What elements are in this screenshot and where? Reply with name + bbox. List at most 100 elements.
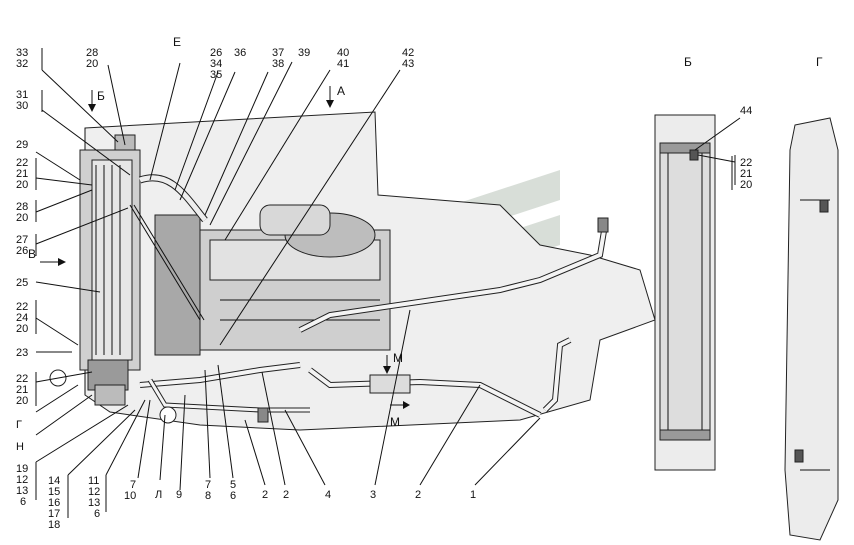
callout-text: 27: [16, 234, 28, 246]
callout-text: 2: [415, 489, 421, 501]
callout-text: 26: [210, 47, 222, 59]
callout-text: 42: [402, 47, 414, 59]
callout-text: 6: [230, 490, 236, 502]
callout-text: Л: [155, 489, 162, 501]
callout-text: 25: [16, 277, 28, 289]
callout-text: 20: [16, 395, 28, 407]
callout-text: 36: [234, 47, 246, 59]
callout-7-10: 7 10: [124, 479, 136, 502]
callout-text: 22: [16, 373, 28, 385]
callout-text: 31: [16, 89, 28, 101]
callout-text: 20: [740, 179, 752, 191]
leader-lines: [35, 61, 741, 518]
callout-4: 4: [325, 489, 331, 501]
callout-text: 4: [325, 489, 331, 501]
callout-text: 30: [16, 100, 28, 112]
callout-text: 3: [370, 489, 376, 501]
callout-37-38: 37 38: [272, 47, 284, 70]
callout-text: 12: [88, 486, 100, 498]
view-label-m-upper: М: [393, 351, 403, 365]
engine-block: [154, 204, 391, 356]
callout-brackets: [35, 48, 733, 406]
callout-42-43: 42 43: [402, 47, 414, 70]
callout-text: 20: [86, 58, 98, 70]
view-label-e: Е: [173, 35, 181, 49]
callout-text: 34: [210, 58, 222, 70]
callout-text: 10: [124, 490, 136, 502]
callout-text: 1: [470, 489, 476, 501]
callout-text: 22: [16, 301, 28, 313]
callout-text: 18: [48, 519, 60, 531]
callout-text: 41: [337, 58, 349, 70]
callout-text: Г: [16, 419, 22, 431]
view-b-drawing: [654, 114, 716, 471]
callout-text: 15: [48, 486, 60, 498]
view-g-drawing: [784, 117, 839, 541]
callout-25: 25: [16, 277, 28, 289]
callout-text: 14: [48, 475, 60, 487]
callout-text: 13: [88, 497, 100, 509]
callout-text: 13: [16, 485, 28, 497]
callout-1: 1: [470, 489, 476, 501]
callout-l: Л: [155, 489, 162, 501]
callout-text: 17: [48, 508, 60, 520]
callout-text: 22: [16, 157, 28, 169]
callout-text: 7: [130, 479, 136, 491]
radiator-assembly: [49, 134, 141, 406]
callout-text: 35: [210, 69, 222, 81]
callout-text: 37: [272, 47, 284, 59]
callout-text: 29: [16, 139, 28, 151]
view-arrows: [40, 86, 410, 409]
callout-36: 36: [234, 47, 246, 59]
callout-text: 2: [283, 489, 289, 501]
callout-31-30: 31 30: [16, 89, 28, 112]
callout-14-15-16-17-18: 14 15 16 17 18: [48, 475, 60, 531]
callout-text: 8: [205, 490, 211, 502]
callout-text: 20: [16, 323, 28, 335]
callout-text: 26: [16, 245, 28, 257]
callout-text: 44: [740, 105, 752, 117]
callout-text: 7: [205, 479, 211, 491]
callout-text: 19: [16, 463, 28, 475]
view-label-v: В: [28, 247, 36, 261]
callout-text: 28: [86, 47, 98, 59]
callout-11-12-13-6: 11 12 13 6: [88, 475, 100, 520]
callout-19-12-13-6: 19 12 13 6: [16, 463, 28, 508]
callout-26-34-35: 26 34 35: [210, 47, 222, 81]
callout-text: 20: [16, 212, 28, 224]
view-title-b: Б: [684, 55, 692, 69]
callout-text: 2: [262, 489, 268, 501]
callout-2-c: 2: [415, 489, 421, 501]
callout-5-6: 5 6: [230, 479, 236, 502]
callout-text: Н: [16, 441, 24, 453]
callout-9: 9: [176, 489, 182, 501]
view-title-g: Г: [816, 55, 823, 69]
callout-2-a: 2: [262, 489, 268, 501]
callout-text: 21: [740, 168, 752, 180]
callout-g: Г: [16, 419, 22, 431]
callout-22-21-20-upper: 22 21 20: [16, 157, 28, 191]
callout-28-20: 28 20: [86, 47, 98, 70]
callout-text: 6: [94, 508, 100, 520]
callout-text: 5: [230, 479, 236, 491]
callout-33-32: 33 32: [16, 47, 28, 70]
callout-text: 28: [16, 201, 28, 213]
callout-text: 43: [402, 58, 414, 70]
callout-23: 23: [16, 347, 28, 359]
view-label-b-arrow: Б: [97, 89, 105, 103]
callout-2-b: 2: [283, 489, 289, 501]
callout-7-8: 7 8: [205, 479, 211, 502]
callout-44: 44: [740, 105, 752, 117]
callout-3: 3: [370, 489, 376, 501]
callout-text: 33: [16, 47, 28, 59]
callout-29: 29: [16, 139, 28, 151]
callout-text: 38: [272, 58, 284, 70]
callout-text: 6: [20, 496, 26, 508]
callout-text: 12: [16, 474, 28, 486]
callout-n: Н: [16, 441, 24, 453]
callout-text: 21: [16, 168, 28, 180]
callout-22-24-20: 22 24 20: [16, 301, 28, 335]
callout-text: 24: [16, 312, 28, 324]
